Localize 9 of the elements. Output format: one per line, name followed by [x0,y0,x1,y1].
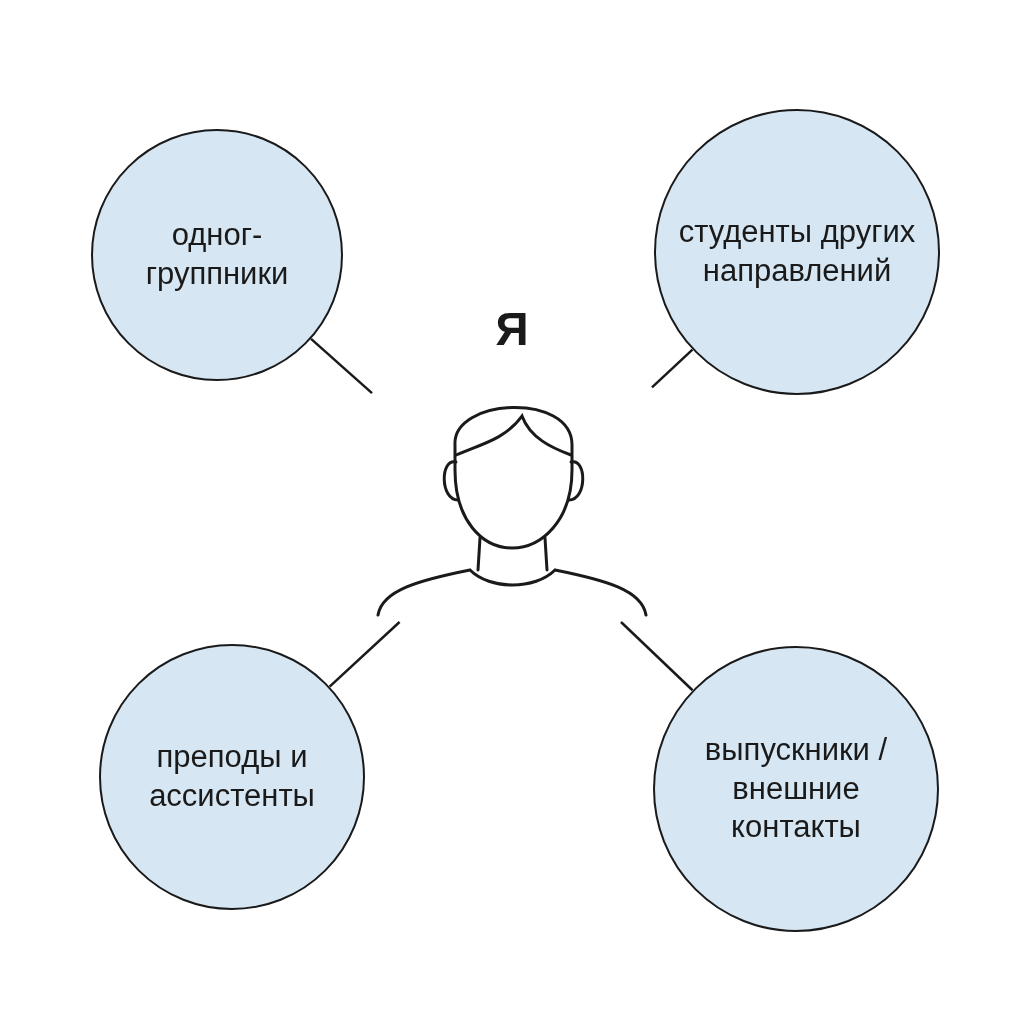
circle-label: преподы и ассистенты [148,738,316,815]
connector-line [620,621,694,692]
connector-line [651,348,694,389]
connector-line [310,337,373,395]
circle-label: выпускники / внешние контакты [703,730,889,847]
connector-line [328,621,401,688]
circle-label: одног- группники [144,216,290,293]
circle-label: студенты других направлений [677,213,917,290]
person-label: Я [495,306,529,352]
